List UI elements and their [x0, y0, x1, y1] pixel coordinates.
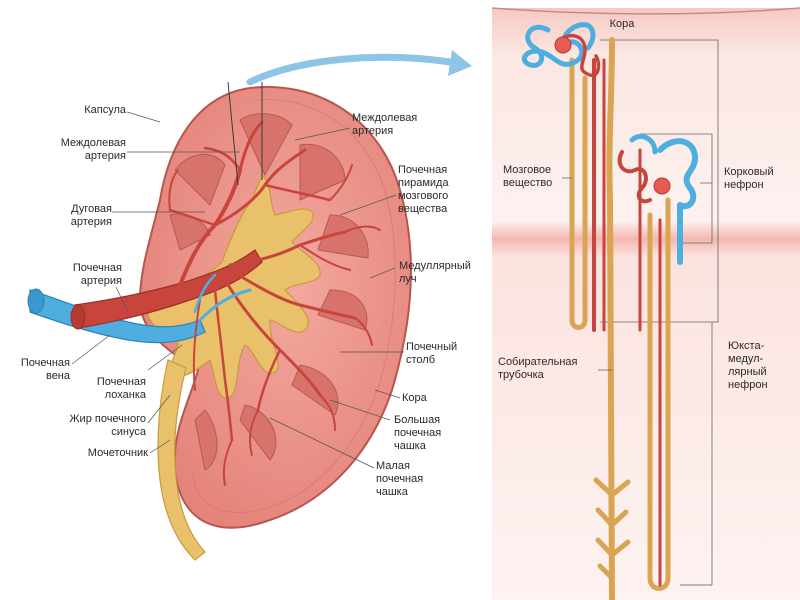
renal-artery: [74, 249, 263, 329]
label-renal-vein: Почечная вена: [20, 357, 70, 382]
juxtamedullary-nephron: [569, 57, 671, 591]
venous-branches: [193, 273, 252, 322]
label-renal-artery: Почечная артерия: [72, 262, 122, 287]
label-ureter: Мочеточник: [87, 447, 148, 459]
glomerulus-cortical: [617, 134, 698, 265]
label-renal-pyramid: Почечная пирамида мозгового вещества: [398, 164, 449, 215]
label-inset-cortex: Кора: [609, 18, 635, 30]
arterial-branches: [168, 120, 381, 486]
ureter: [157, 359, 206, 561]
label-inset-medulla: Мозговое вещество: [503, 164, 553, 189]
label-major-calyx: Большая почечная чашка: [394, 414, 442, 452]
label-cortex: Кора: [402, 392, 427, 404]
kidney-section: [27, 81, 413, 561]
label-medullary-ray: Медуллярный луч: [399, 260, 471, 285]
label-interlobar-artery-right: Междолевая артерия: [352, 112, 418, 137]
glomerulus-top: [521, 22, 601, 78]
label-sinus-fat: Жир почечного синуса: [69, 413, 146, 438]
label-capsule: Капсула: [84, 104, 126, 116]
label-collecting-duct: Собирательная трубочка: [498, 356, 578, 381]
leader-lines: [71, 111, 404, 469]
label-juxtamedullary-nephron: Юкста- медул- лярный нефрон: [728, 340, 768, 391]
label-renal-pelvis: Почечная лоханка: [96, 376, 146, 401]
label-interlobar-artery-left: Междолевая артерия: [60, 137, 126, 162]
label-minor-calyx: Малая почечная чашка: [376, 460, 424, 498]
zoom-arrow: [246, 53, 454, 86]
label-arcuate-artery: Дуговая артерия: [70, 203, 112, 228]
collecting-duct: [593, 37, 631, 600]
nephron-inset: [491, 7, 800, 600]
label-cortical-nephron: Корковый нефрон: [724, 166, 774, 191]
label-renal-column: Почечный столб: [406, 341, 458, 366]
